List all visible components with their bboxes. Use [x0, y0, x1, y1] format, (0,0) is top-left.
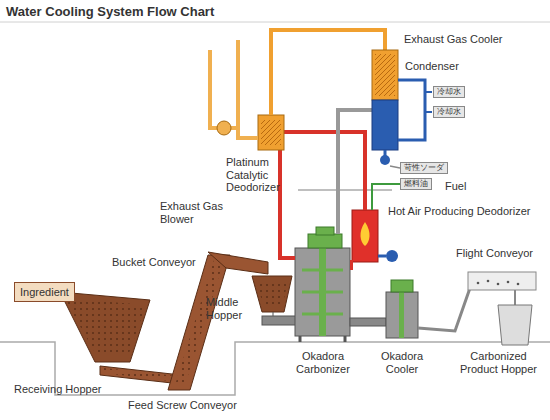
- tag-box: 燃料油: [400, 178, 432, 190]
- bucket-head: [208, 252, 268, 274]
- exhaust-stack: [210, 50, 238, 128]
- red-duct: [284, 132, 365, 210]
- part-label: Condenser: [405, 60, 459, 73]
- okadora-cooler: [386, 292, 418, 338]
- part-label: Middle Hopper: [206, 296, 254, 321]
- water-stub: [425, 111, 432, 113]
- part-label: Hot Air Producing Deodorizer: [388, 205, 538, 218]
- product-hopper: [498, 305, 532, 345]
- conveyor-load: [477, 280, 520, 286]
- motor-cap: [316, 227, 334, 235]
- tag-box: 冷却水: [433, 106, 465, 118]
- node-text: Ingredient: [20, 286, 69, 298]
- part-label: Carbonized Product Hopper: [451, 350, 546, 375]
- tag-box: 冷却水: [433, 86, 465, 98]
- red-duct: [350, 260, 353, 270]
- dosing-line: [390, 166, 400, 168]
- platinum-deodorizer: [258, 115, 284, 150]
- okadora-carbonizer: [295, 248, 350, 336]
- node-text: 冷却水: [437, 107, 461, 117]
- part-label: Okadora Carbonizer: [282, 350, 364, 375]
- condenser: [372, 100, 398, 150]
- packing: [375, 54, 395, 96]
- middle-hopper-contents: [256, 280, 288, 308]
- chute: [273, 312, 274, 316]
- bucket-conveyor: [168, 255, 230, 390]
- part-label: Receiving Hopper: [14, 383, 101, 396]
- cooler-motor: [391, 280, 413, 292]
- node-text: 冷却水: [437, 87, 461, 97]
- part-label: Fuel: [445, 180, 466, 193]
- hopper-contents: [64, 298, 146, 356]
- exhaust-blower: [217, 121, 231, 135]
- orange-duct: [271, 30, 385, 115]
- carbonizer-paddles: [302, 270, 343, 314]
- air-line: [378, 255, 386, 258]
- node-text: 燃料油: [404, 179, 428, 189]
- exhaust-gas-cooler: [372, 50, 398, 100]
- red-duct: [280, 150, 295, 258]
- part-label: Exhaust Gas Blower: [160, 200, 232, 225]
- node-text: 苛性ソーダ: [404, 163, 444, 173]
- part-label: Platinum Catalytic Deodorizer: [226, 156, 288, 194]
- exhaust-stack: [238, 40, 258, 138]
- flight-conveyor: [468, 272, 536, 290]
- exhaust-pipe: [338, 110, 372, 234]
- buckets: [175, 260, 224, 385]
- cooler-shaft: [399, 292, 404, 338]
- ground-line: [0, 342, 550, 395]
- input-box: Ingredient: [14, 282, 75, 302]
- pump: [380, 155, 390, 165]
- part-label: Exhaust Gas Cooler: [404, 33, 502, 46]
- part-label: Feed Screw Conveyor: [128, 399, 237, 412]
- title-rule: [0, 22, 550, 23]
- discharge-line: [418, 288, 470, 331]
- catalyst-bed: [261, 120, 281, 145]
- tag-box: 苛性ソーダ: [400, 162, 448, 174]
- part-label: Flight Conveyor: [456, 247, 533, 260]
- upper-floor: [298, 189, 392, 191]
- hot-air-deodorizer: [352, 210, 378, 262]
- drop-chute: [514, 290, 516, 305]
- water-stub: [425, 91, 432, 93]
- leg: [344, 336, 347, 342]
- inlet-screw: [262, 316, 298, 325]
- part-label: Bucket Conveyor: [112, 256, 196, 269]
- part-label: Okadora Cooler: [374, 350, 430, 375]
- leg: [299, 336, 302, 342]
- chart-title: Water Cooling System Flow Chart: [6, 4, 214, 19]
- transfer-screw: [350, 318, 386, 326]
- middle-hopper: [252, 276, 292, 312]
- cooling-loop: [398, 80, 425, 140]
- fan: [386, 250, 398, 262]
- carbonizer-motor: [308, 234, 342, 248]
- receiving-hopper: [60, 292, 150, 362]
- flame: [360, 222, 369, 246]
